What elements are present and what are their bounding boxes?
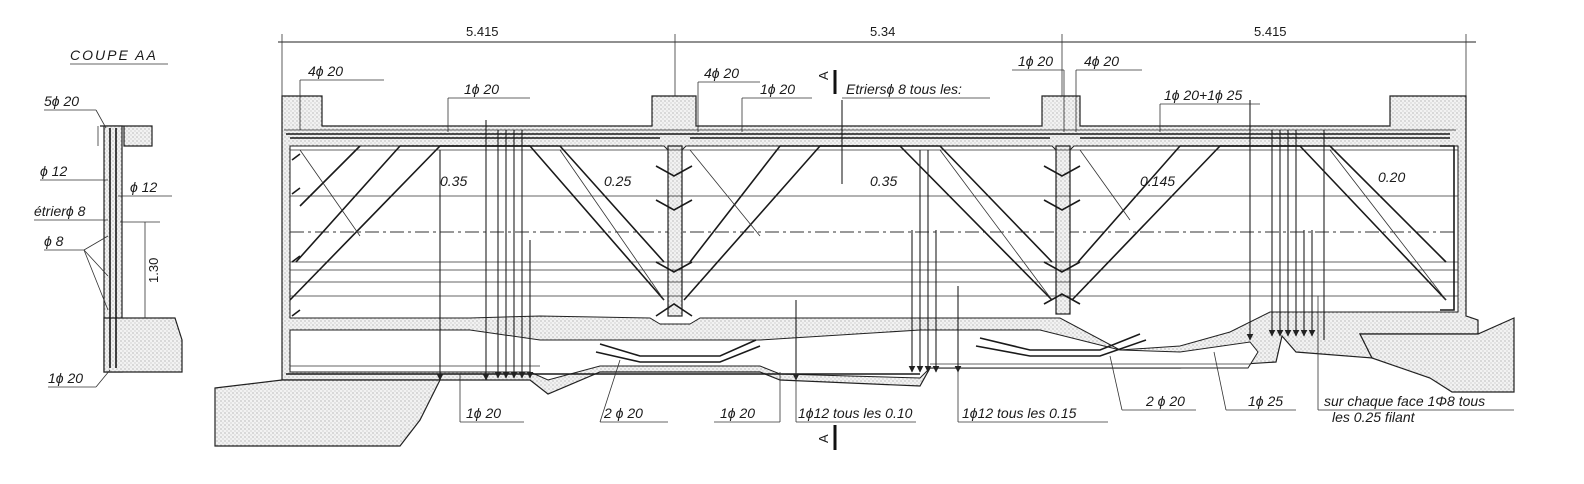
ground-right [1359, 317, 1515, 393]
label-1phi20-d: 1ϕ 20 [466, 405, 501, 421]
section-label-stirrup: étrierϕ 8 [34, 203, 86, 219]
leader-1phi20-c [1012, 69, 1065, 132]
spacing-1: 0.35 [440, 173, 467, 189]
spacing-5: 0.20 [1378, 169, 1405, 185]
section-mark-bottom: A [816, 434, 831, 443]
leader-5phi20-tip [95, 109, 107, 129]
leader-bottom-tip [95, 369, 111, 388]
leader-4phi20-a [299, 79, 384, 130]
beam-lower-web [289, 329, 1259, 381]
section-label-phi12-right: ϕ 12 [130, 179, 157, 195]
label-face-line2: les 0.25 filant [1332, 409, 1416, 425]
bottom-u-bars [595, 333, 1147, 363]
leader-1phi20-a [447, 97, 530, 132]
leader-phi8-a [83, 235, 109, 251]
pier-2 [1055, 145, 1071, 315]
label-1phi20-e: 1ϕ 20 [720, 405, 755, 421]
leader-1phi20-d [459, 374, 524, 423]
spacing-4: 0.145 [1140, 173, 1175, 189]
section-height: 1.30 [146, 258, 161, 283]
label-face-line1: sur chaque face 1Φ8 tous [1324, 393, 1485, 409]
elevation: 5.415 5.34 5.415 A A [214, 24, 1515, 450]
label-4phi20-c: 4ϕ 20 [1084, 53, 1119, 69]
leader-2phi20-b [1109, 355, 1196, 411]
leader-1phi20-1phi25 [1159, 103, 1260, 132]
leader-phi12-015 [957, 372, 1108, 423]
section-slab [100, 125, 153, 147]
section-aa: COUPE AA 5ϕ 20 ϕ 12 ϕ 12 étrierϕ 8 ϕ 8 1… [34, 47, 183, 388]
section-title: COUPE AA [70, 47, 158, 63]
span-1: 5.415 [466, 24, 499, 39]
span1-bent-bars [289, 145, 665, 301]
section-label-bottom: 1ϕ 20 [48, 370, 83, 386]
leader-phi8-c [83, 249, 109, 311]
label-4phi20-b: 4ϕ 20 [704, 65, 739, 81]
label-4phi20-a: 4ϕ 20 [308, 63, 343, 79]
label-1phi20-c: 1ϕ 20 [1018, 53, 1053, 69]
leader-4phi20-c [1075, 69, 1142, 132]
span2-bent-bars [683, 145, 1053, 301]
spacing-2: 0.25 [604, 173, 631, 189]
leader-face [1317, 296, 1514, 411]
section-mark-top: A [816, 71, 831, 80]
beam-web [289, 145, 1459, 351]
label-stirrups: Etriersϕ 8 tous les: [846, 81, 962, 97]
section-label-phi8: ϕ 8 [44, 233, 64, 249]
leader-4phi20-b [697, 81, 760, 132]
section-label-5phi20: 5ϕ 20 [44, 93, 79, 109]
label-1phi20-a: 1ϕ 20 [464, 81, 499, 97]
label-1phi25: 1ϕ 25 [1248, 393, 1283, 409]
side-bars [290, 195, 1458, 297]
leader-1phi25 [1213, 351, 1296, 411]
label-phi12-015: 1ϕ12 tous les 0.15 [962, 405, 1077, 421]
section-label-phi12-left: ϕ 12 [40, 163, 67, 179]
leader-phi12-010 [795, 372, 916, 423]
label-phi12-010: 1ϕ12 tous les 0.10 [798, 405, 913, 421]
pier-hooks [291, 153, 1081, 317]
stirrup-group-1 [436, 120, 534, 381]
section-foundation [103, 317, 183, 373]
leader-2phi20-a [599, 359, 668, 423]
label-1phi20-b: 1ϕ 20 [760, 81, 795, 97]
pier-1 [667, 145, 683, 317]
stirrup-group-2 [792, 100, 962, 381]
leader-1phi20-b [741, 97, 812, 132]
span-2: 5.34 [870, 24, 895, 39]
label-2phi20-a: 2 ϕ 20 [603, 405, 643, 421]
ground-left [214, 379, 441, 447]
spacing-3: 0.35 [870, 173, 897, 189]
span-3: 5.415 [1254, 24, 1287, 39]
stirrup-group-3 [1246, 100, 1325, 341]
leader-1phi20-e [714, 372, 781, 423]
label-2phi20-b: 2 ϕ 20 [1145, 393, 1185, 409]
leader-phi8-b [83, 249, 109, 277]
label-1phi20-1phi25: 1ϕ 20+1ϕ 25 [1164, 87, 1242, 103]
span3-bent-bars [1071, 145, 1455, 311]
